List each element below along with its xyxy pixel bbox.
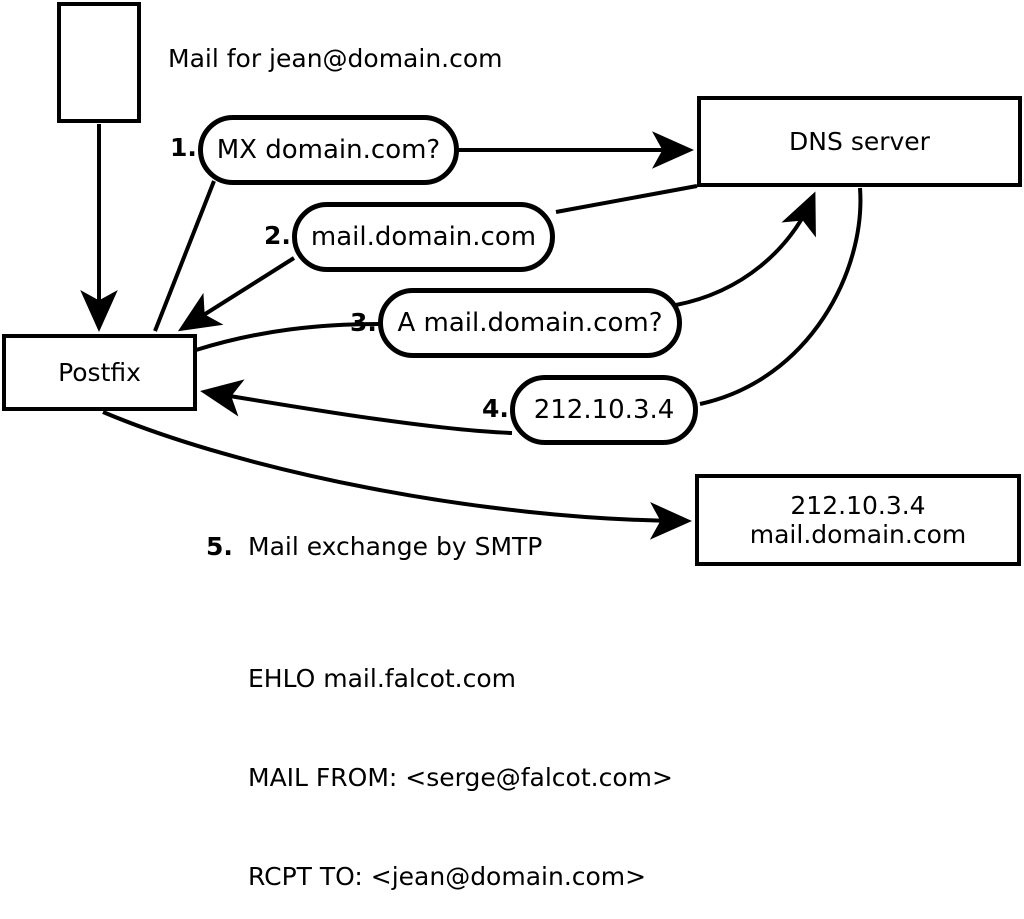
transcript-line: EHLO mail.falcot.com xyxy=(248,664,517,693)
step-number-5: 5. xyxy=(206,532,233,561)
bubble-mx-query-label: MX domain.com? xyxy=(216,135,441,165)
bubble-a-query-label: A mail.domain.com? xyxy=(397,308,663,338)
line-dns-to-a-answer xyxy=(699,187,863,406)
bubble-mx-answer: mail.domain.com xyxy=(292,202,555,272)
line-postfix-to-a-query xyxy=(195,322,380,352)
line-dns-to-mx-answer xyxy=(555,184,698,214)
arrow-a-answer-to-postfix xyxy=(200,379,513,435)
bubble-mx-answer-label: mail.domain.com xyxy=(310,222,537,252)
line-postfix-to-mx-query xyxy=(153,180,216,332)
dns-server-label: DNS server xyxy=(789,126,930,156)
sender-box xyxy=(57,2,141,123)
page-title: Mail for jean@domain.com xyxy=(168,44,503,73)
transcript-line: MAIL FROM: <serge@falcot.com> xyxy=(248,763,673,792)
transcript-line: RCPT TO: <jean@domain.com> xyxy=(248,862,647,891)
bubble-a-answer-label: 212.10.3.4 xyxy=(533,395,675,425)
arrow-a-query-to-dns xyxy=(675,191,816,307)
postfix-box: Postfix xyxy=(2,334,197,411)
bubble-a-query: A mail.domain.com? xyxy=(378,288,682,358)
step-number-1: 1. xyxy=(170,133,197,162)
bubble-a-answer: 212.10.3.4 xyxy=(510,375,698,445)
postfix-label: Postfix xyxy=(58,357,141,387)
mail-server-box: 212.10.3.4 mail.domain.com xyxy=(695,474,1021,566)
mail-server-ip: 212.10.3.4 xyxy=(790,490,926,520)
dns-server-box: DNS server xyxy=(697,96,1022,187)
arrow-mx-answer-to-postfix xyxy=(177,256,296,332)
step-number-3: 3. xyxy=(350,308,377,337)
bubble-mx-query: MX domain.com? xyxy=(198,115,459,185)
smtp-exchange-label: Mail exchange by SMTP xyxy=(248,532,543,561)
mail-server-hostname: mail.domain.com xyxy=(749,520,967,549)
step-number-4: 4. xyxy=(482,394,509,423)
arrow-postfix-to-mail-server xyxy=(102,410,692,540)
smtp-transcript: EHLO mail.falcot.com MAIL FROM: <serge@f… xyxy=(248,596,673,919)
step-number-2: 2. xyxy=(264,221,291,250)
